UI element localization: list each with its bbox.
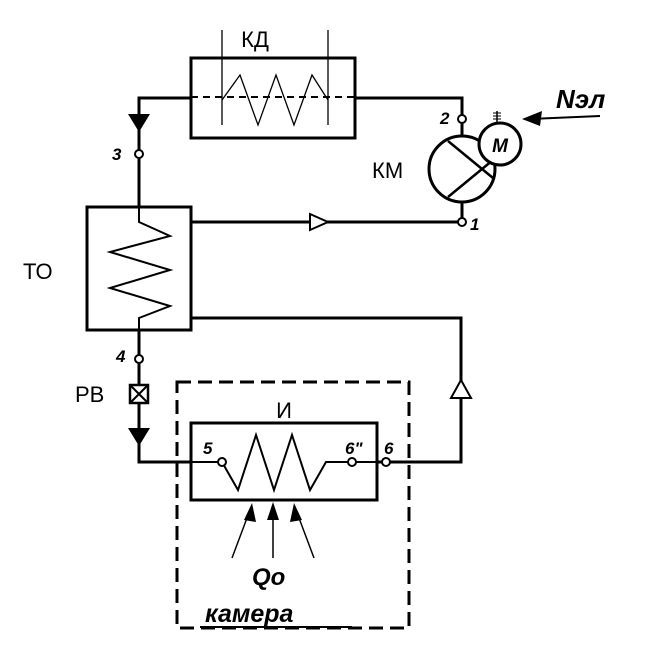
motor-label: М [492, 136, 509, 157]
flow-arrow-up [449, 377, 473, 399]
state-points: 3 2 1 4 5 6" 6 [112, 109, 479, 467]
condenser-label: КД [241, 27, 269, 52]
heat-exchanger: ТО [23, 205, 193, 332]
expansion-valve: РВ [75, 382, 150, 407]
chamber-boundary [175, 380, 411, 630]
heat-exchanger-box [85, 205, 193, 332]
compressor-circle [427, 134, 497, 204]
valve-label: РВ [75, 382, 104, 407]
point-2-label: 2 [439, 109, 450, 128]
point-6pp-marker [347, 457, 357, 467]
point-4-marker [134, 354, 144, 364]
point-3-marker [134, 149, 144, 159]
point-6-marker [381, 457, 391, 467]
flow-arrow-down-top [128, 114, 150, 132]
point-5-label: 5 [203, 439, 213, 458]
flow-arrows [128, 114, 473, 446]
evaporator-label: И [276, 398, 292, 423]
condenser: КД [189, 27, 357, 140]
flow-arrow-down-bottom [128, 428, 150, 446]
point-6-label: 6 [384, 439, 394, 458]
point-1-marker [457, 217, 467, 227]
motor-circle [477, 121, 523, 167]
point-3-label: 3 [112, 145, 122, 164]
point-6pp-label: 6" [345, 439, 363, 458]
piping [137, 96, 464, 464]
power-input: Nэл [522, 84, 605, 126]
compressor-label: КМ [372, 158, 403, 183]
condenser-coil [221, 73, 329, 127]
power-label: Nэл [556, 84, 605, 114]
point-1-label: 1 [470, 215, 479, 234]
evaporator-coil [191, 431, 377, 494]
compressor: КМ [372, 134, 497, 204]
heat-load: Qo [231, 502, 315, 591]
chamber-label: камера [205, 600, 294, 628]
heat-load-label: Qo [252, 564, 285, 591]
motor: М [477, 111, 523, 167]
heat-exchanger-label: ТО [23, 259, 53, 284]
heat-exchanger-coil [106, 207, 174, 330]
point-4-label: 4 [115, 347, 126, 366]
point-5-marker [217, 457, 227, 467]
power-arrow [522, 111, 542, 126]
point-2-marker [457, 114, 467, 124]
flow-arrow-right [309, 212, 331, 232]
